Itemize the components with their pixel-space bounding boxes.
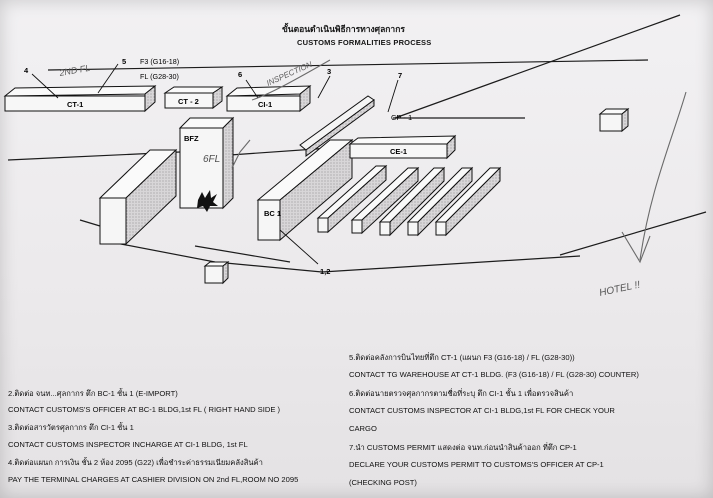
marker-5: 5 xyxy=(122,57,126,66)
marker-4: 4 xyxy=(24,66,29,75)
title-thai: ขั้นตอนดำเนินพิธีการทางศุลกากร xyxy=(282,24,405,34)
label-ct2: CT - 2 xyxy=(178,97,199,106)
building-bc1 xyxy=(256,138,354,242)
counter-fl: FL (G28-30) xyxy=(140,72,179,81)
hotel-arrow-shaft xyxy=(639,91,687,261)
instruction-3-thai: 3.ติดต่อสารวัตรศุลกากร ตึก CI-1 ชั้น 1 xyxy=(8,423,134,432)
building-cp1-box xyxy=(598,107,630,133)
instruction-5-english: CONTACT TG WAREHOUSE AT CT-1 BLDG. (F3 (… xyxy=(349,370,639,379)
title-english: CUSTOMS FORMALITIES PROCESS xyxy=(297,38,432,47)
warehouse-slabs xyxy=(316,164,502,237)
instruction-2-thai: 2.ติดต่อ จนท...ศุลกากร ตึก BC-1 ชั้น 1 (… xyxy=(8,389,178,398)
slab-3 xyxy=(378,166,446,237)
marker-6: 6 xyxy=(238,70,242,79)
instruction-7-thai: 7.นำ CUSTOMS PERMIT แสดงต่อ จนท.ก่อนนำสิ… xyxy=(349,443,577,452)
pen-marks xyxy=(231,59,687,264)
slab-2 xyxy=(350,166,420,235)
label-bc1: BC 1 xyxy=(264,209,281,218)
instruction-7-english: DECLARE YOUR CUSTOMS PERMIT TO CUSTOMS'S… xyxy=(349,460,604,469)
instruction-6-thai: 6.ติดต่อนายตรวจศุลกากรตามชื่อที่ระบุ ตึก… xyxy=(349,389,574,398)
building-ce1 xyxy=(348,134,457,160)
handwriting-second-floor: 2ND FL xyxy=(58,63,91,78)
instruction-5-thai: 5.ติดต่อคลังการบินไทยที่ตึก CT-1 (แผนก F… xyxy=(349,353,575,362)
instruction-4-thai: 4.ติดต่อแผนก การเงิน ชั้น 2 ห้อง 2095 (G… xyxy=(8,458,263,467)
slab-1 xyxy=(316,164,388,234)
building-ct1 xyxy=(3,84,157,113)
label-ct1: CT-1 xyxy=(67,100,83,109)
label-ce1: CE-1 xyxy=(390,147,407,156)
instruction-4-english: PAY THE TERMINAL CHARGES AT CASHIER DIVI… xyxy=(8,475,299,484)
label-ci1: CI-1 xyxy=(258,100,272,109)
building-small-box xyxy=(203,260,230,285)
slab-5 xyxy=(434,166,502,237)
leader-lines xyxy=(31,63,399,265)
handwriting-sixth-floor: 6FL xyxy=(203,154,220,165)
building-diagonal-bar xyxy=(299,95,375,157)
label-cp1: CP - 1 xyxy=(391,113,412,122)
marker-7: 7 xyxy=(398,71,402,80)
instruction-6-english: CONTACT CUSTOMS INSPECTOR AT CI-1 BLDG,1… xyxy=(349,406,615,415)
handwriting-hotel: HOTEL !! xyxy=(598,280,641,299)
marker-1-2: 1,2 xyxy=(320,267,330,276)
building-left-slab xyxy=(98,148,178,246)
instruction-2-english: CONTACT CUSTOMS'S OFFICER AT BC-1 BLDG,1… xyxy=(8,405,281,414)
slab-4 xyxy=(406,166,474,237)
site-map: CT-1 CT - 2 CI-1 BFZ BC 1 CE-1 CP - 1 4 … xyxy=(3,14,707,299)
marker-3: 3 xyxy=(327,67,331,76)
road-lines xyxy=(7,14,707,279)
building-ci1 xyxy=(225,84,312,113)
hotel-arrow-head xyxy=(621,231,651,264)
instruction-3-english: CONTACT CUSTOMS INSPECTOR INCHARGE AT CI… xyxy=(8,440,248,449)
label-bfz: BFZ xyxy=(184,134,199,143)
counter-f3: F3 (G16-18) xyxy=(140,57,179,66)
explosion-mark xyxy=(197,190,218,212)
building-bfz xyxy=(178,116,235,212)
instruction-6-english-cont: CARGO xyxy=(349,424,377,433)
instruction-7-english-cont: (CHECKING POST) xyxy=(349,478,417,487)
building-ct2 xyxy=(163,86,224,110)
